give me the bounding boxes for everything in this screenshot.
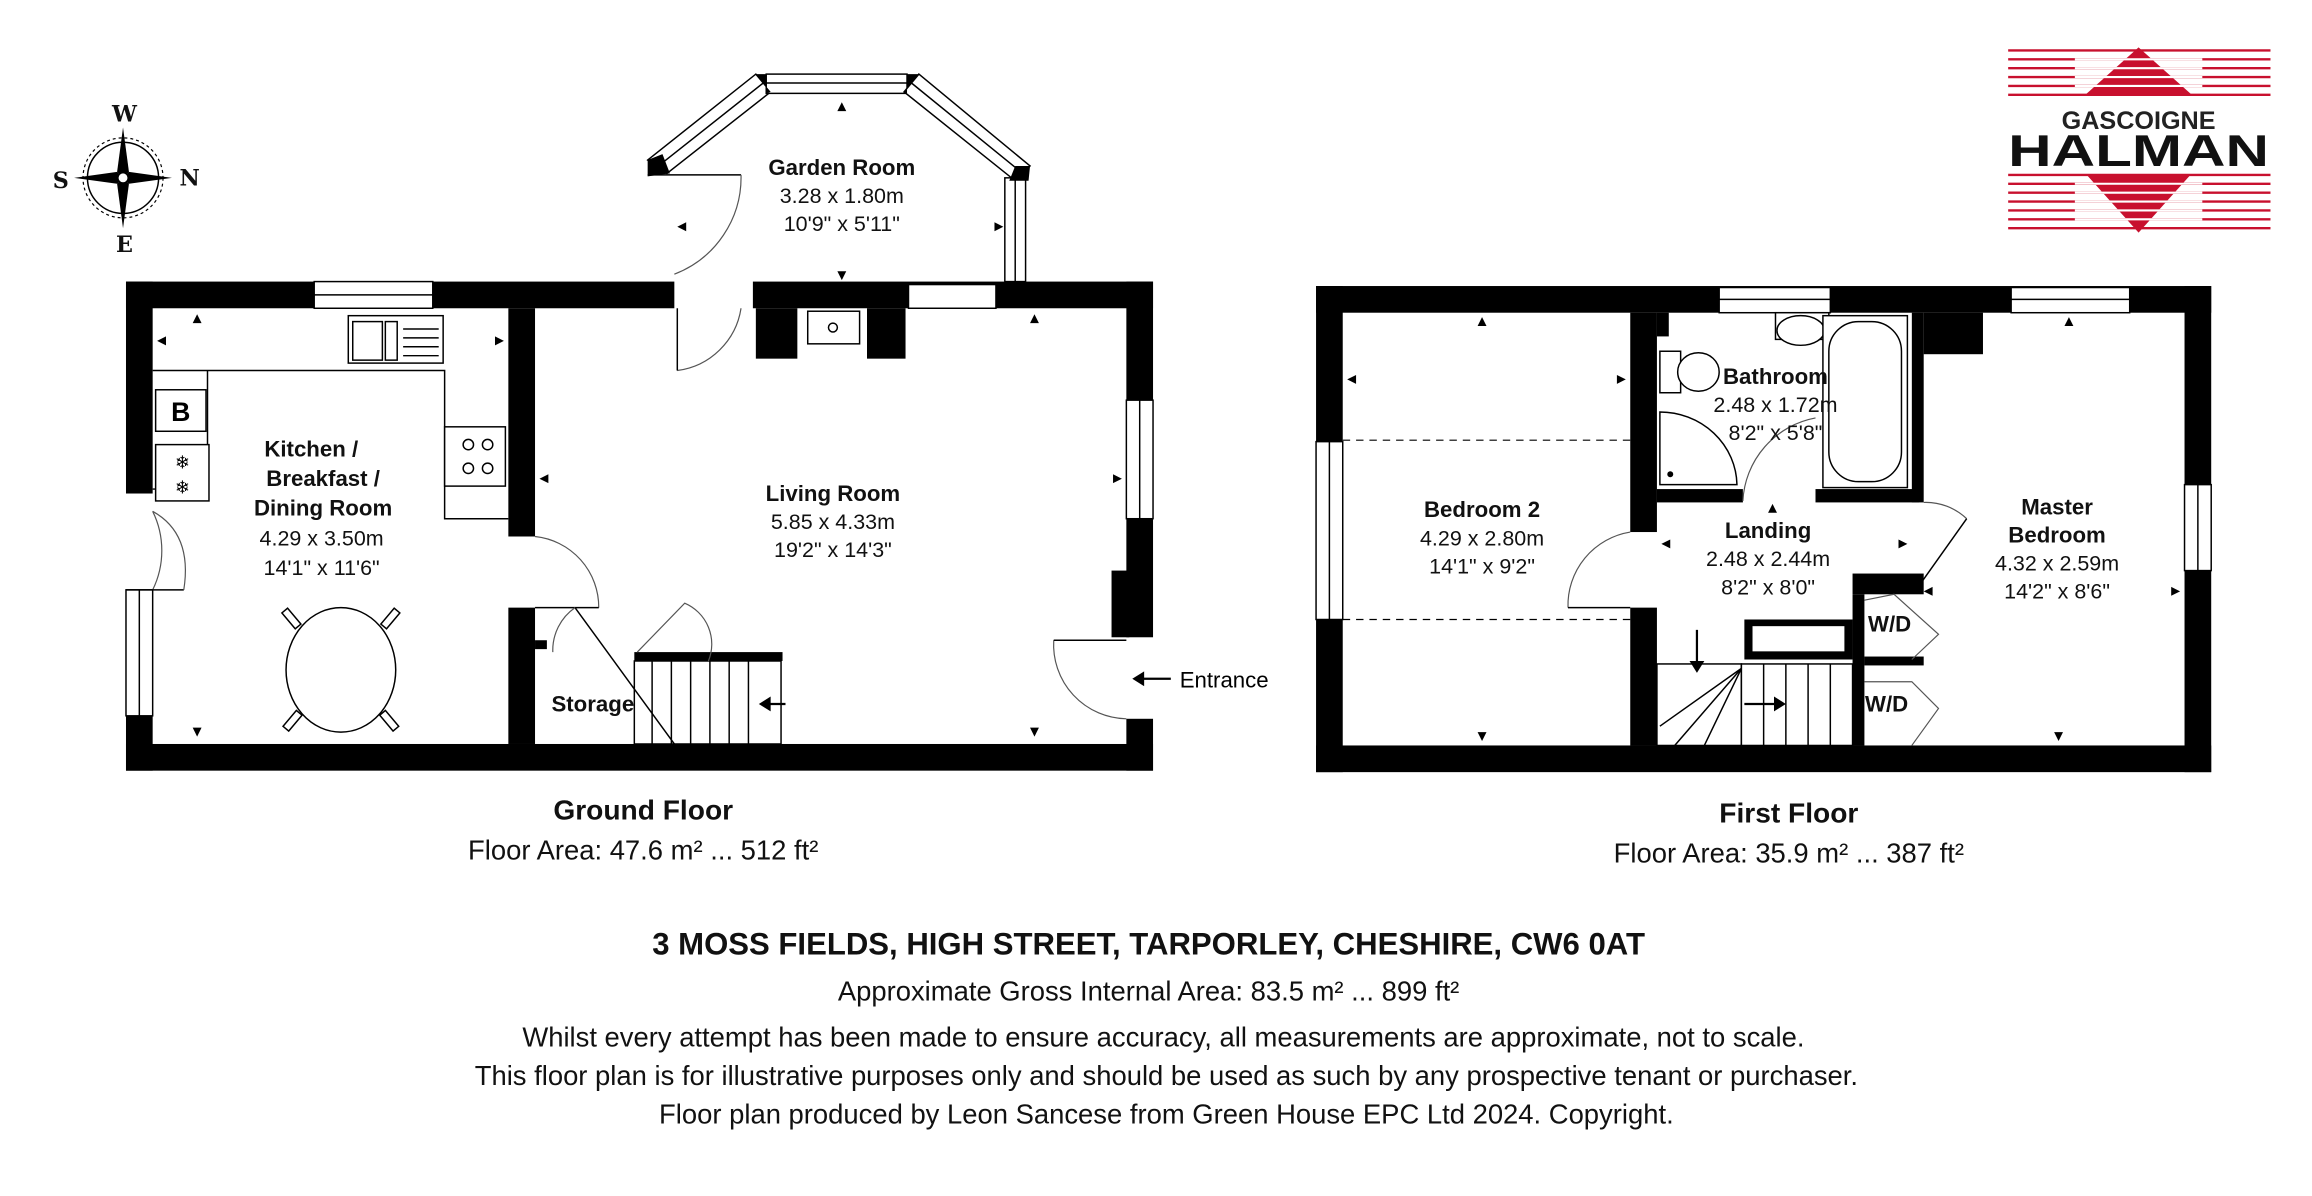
landing-metric: 2.48 x 2.44m [1706, 547, 1830, 571]
bedroom2-name: Bedroom 2 [1424, 497, 1540, 522]
ground-floor-title: Ground Floor [553, 795, 733, 826]
shower-icon [1659, 411, 1738, 486]
kitchen-name-3: Dining Room [254, 496, 392, 521]
compass-south: S [53, 168, 69, 194]
bathroom-metric: 2.48 x 1.72m [1713, 393, 1837, 417]
kitchen-imperial: 14'1" x 11'6" [264, 556, 380, 580]
gross-internal-area: Approximate Gross Internal Area: 83.5 m²… [838, 975, 1460, 1006]
compass-west: W [111, 102, 138, 128]
bedroom2-imperial: 14'1" x 9'2" [1429, 555, 1535, 579]
property-address: 3 MOSS FIELDS, HIGH STREET, TARPORLEY, C… [652, 926, 1645, 961]
living-room-metric: 5.85 x 4.33m [771, 510, 895, 534]
snowflake-icon: ❄ [175, 452, 190, 472]
garden-room-name: Garden Room [768, 155, 915, 180]
gascoigne-halman-logo: GASCOIGNE HALMAN [2008, 47, 2271, 233]
storage-name: Storage [551, 691, 634, 716]
boiler-box [154, 389, 207, 433]
landing-name: Landing [1725, 518, 1811, 543]
master-name-1: Master [2021, 494, 2093, 519]
kitchen-name-1: Kitchen / [264, 436, 358, 461]
wardrobe-label: W/D [1868, 611, 1911, 636]
logo-line1: GASCOIGNE [2062, 107, 2216, 135]
landing-imperial: 8'2" x 8'0" [1721, 575, 1815, 599]
fireplace-hearth [806, 310, 861, 345]
compass-icon: W S N E [53, 102, 200, 258]
hob-icon [443, 426, 507, 487]
dimension-markers [157, 102, 1122, 737]
bathroom-name: Bathroom [1723, 364, 1828, 389]
bedroom2-metric: 4.29 x 2.80m [1420, 526, 1544, 550]
entrance-arrow-icon [1132, 671, 1145, 687]
fridge-freezer-icon [154, 443, 210, 502]
living-room-imperial: 19'2" x 14'3" [774, 538, 892, 562]
first-floor-area: Floor Area: 35.9 m² ... 387 ft² [1614, 838, 1964, 869]
ground-floor-plan: B ❄ ❄ [125, 73, 1269, 771]
garden-room-walls [646, 73, 1032, 283]
master-imperial: 14'2" x 8'6" [2004, 580, 2110, 604]
boiler-label: B [171, 397, 190, 427]
living-window-top [907, 283, 997, 310]
staircase [552, 602, 786, 745]
master-name-2: Bedroom [2008, 522, 2106, 547]
first-floor-title: First Floor [1719, 798, 1858, 829]
staircase [1656, 629, 1854, 747]
wardrobe-label: W/D [1865, 691, 1908, 716]
entrance-label: Entrance [1180, 668, 1269, 693]
living-room-name: Living Room [766, 481, 901, 506]
kitchen-name-2: Breakfast / [266, 466, 380, 491]
compass-east: E [116, 232, 133, 258]
logo-line2: HALMAN [2008, 127, 2269, 176]
kitchen-metric: 4.29 x 3.50m [260, 526, 384, 550]
bathroom-imperial: 8'2" x 5'8" [1729, 421, 1823, 445]
master-metric: 4.32 x 2.59m [1995, 552, 2119, 576]
ground-floor-area: Floor Area: 47.6 m² ... 512 ft² [468, 835, 818, 866]
disclaimer-line-2: This floor plan is for illustrative purp… [475, 1060, 1858, 1091]
disclaimer-line-3: Floor plan produced by Leon Sancese from… [659, 1098, 1674, 1129]
bath-icon [1822, 314, 1909, 489]
dimension-markers [1347, 317, 2181, 742]
chimney-breast [755, 308, 798, 359]
garden-room-imperial: 10'9" x 5'11" [784, 212, 900, 236]
disclaimer-line-1: Whilst every attempt has been made to en… [522, 1021, 1804, 1052]
compass-north: N [180, 165, 200, 191]
snowflake-icon: ❄ [175, 478, 190, 498]
first-floor-plan: Bedroom 2 4.29 x 2.80m 14'1" x 9'2" Bath… [1315, 286, 2212, 773]
garden-room-metric: 3.28 x 1.80m [780, 184, 904, 208]
dining-table-icon [280, 606, 401, 733]
